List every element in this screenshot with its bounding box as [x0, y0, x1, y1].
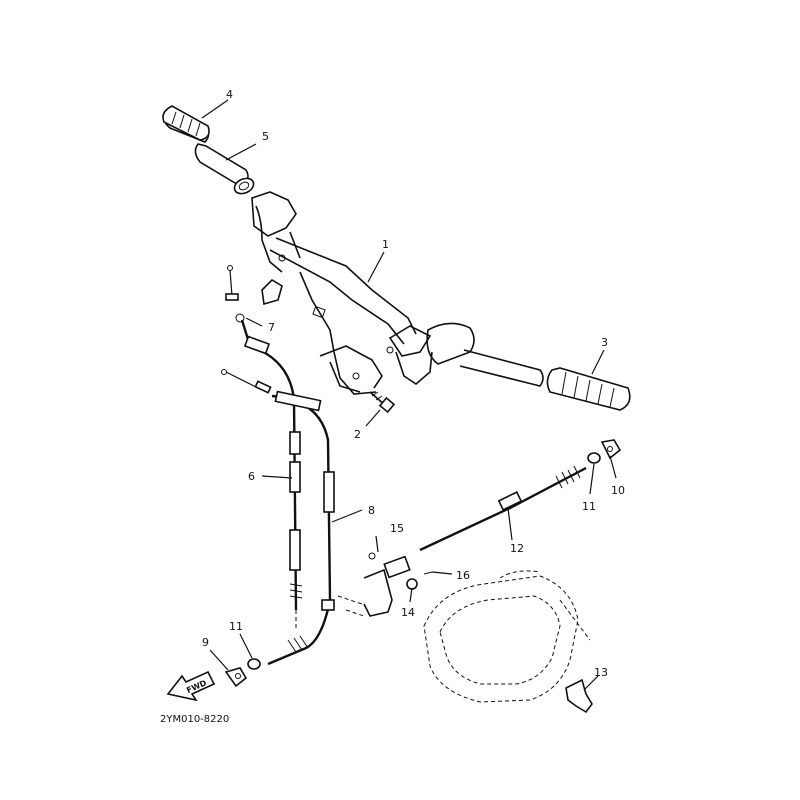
cable-sleeve-b — [289, 461, 301, 493]
cable-end-second — [221, 369, 272, 394]
throttle-cable — [240, 319, 298, 611]
leader-16 — [431, 571, 453, 575]
callout-5: 5 — [262, 130, 269, 143]
cable-nut-10 — [600, 439, 622, 460]
callout-9: 9 — [202, 636, 209, 649]
cable-nut-9 — [224, 667, 248, 688]
leader-3 — [591, 349, 605, 375]
cable-spring-rear — [555, 465, 581, 489]
left-grip — [162, 105, 210, 143]
callout-16: 16 — [456, 569, 470, 582]
callout-8: 8 — [368, 504, 375, 517]
callout-11-right: 11 — [582, 500, 596, 513]
callout-11-left: 11 — [229, 620, 243, 633]
brake-cable-sleeve-a — [323, 471, 335, 513]
leader-8 — [331, 509, 363, 523]
leader-2 — [365, 409, 381, 427]
diagram-code: 2YM010-8220 — [160, 714, 229, 725]
leader-11-left — [239, 633, 253, 659]
cable-sleeve-a — [289, 431, 301, 455]
leader-9 — [209, 649, 229, 671]
cable-adjuster-rear — [497, 491, 523, 511]
brake-cable-sleeve-upper — [274, 390, 322, 412]
leader-1 — [367, 251, 385, 283]
leader-4 — [201, 99, 229, 119]
brake-cable-rear — [419, 466, 587, 552]
lever-13 — [565, 678, 593, 714]
right-grip — [546, 367, 631, 411]
throttle-grip — [194, 143, 255, 195]
cable-nut-11-left — [247, 658, 261, 670]
callout-14: 14 — [401, 606, 415, 619]
callout-1: 1 — [382, 238, 389, 251]
brake-cable-spring — [287, 635, 309, 653]
leader-15 — [375, 535, 379, 553]
cable-spring-lower — [289, 583, 303, 599]
bolt — [369, 391, 396, 414]
leader-10 — [609, 455, 617, 479]
leader-11-right — [589, 463, 595, 495]
cable-sleeve-c — [289, 529, 301, 571]
leader-5 — [225, 143, 257, 161]
callout-6: 6 — [248, 470, 255, 483]
cable-nut-11-right — [587, 452, 601, 464]
callout-13: 13 — [594, 666, 608, 679]
cable-sleeve-upper — [243, 335, 271, 355]
callout-12: 12 — [510, 542, 524, 555]
callout-10: 10 — [611, 484, 625, 497]
callout-2: 2 — [354, 428, 361, 441]
leader-14 — [409, 587, 413, 603]
callout-3: 3 — [601, 336, 608, 349]
leader-7 — [245, 317, 263, 327]
brake-cable-adjuster — [321, 599, 335, 611]
engine-case — [423, 570, 591, 703]
leader-12 — [507, 507, 513, 541]
callout-15: 15 — [390, 522, 404, 535]
callout-4: 4 — [226, 88, 233, 101]
lever-bracket — [337, 552, 433, 617]
leader-6 — [261, 475, 293, 479]
callout-7: 7 — [268, 321, 275, 334]
leader-13 — [583, 675, 599, 691]
cable-end-upper — [225, 265, 245, 323]
fwd-arrow-icon: FWD — [166, 670, 216, 702]
handlebar-frame — [251, 191, 433, 395]
right-handlebar-end — [426, 322, 544, 387]
